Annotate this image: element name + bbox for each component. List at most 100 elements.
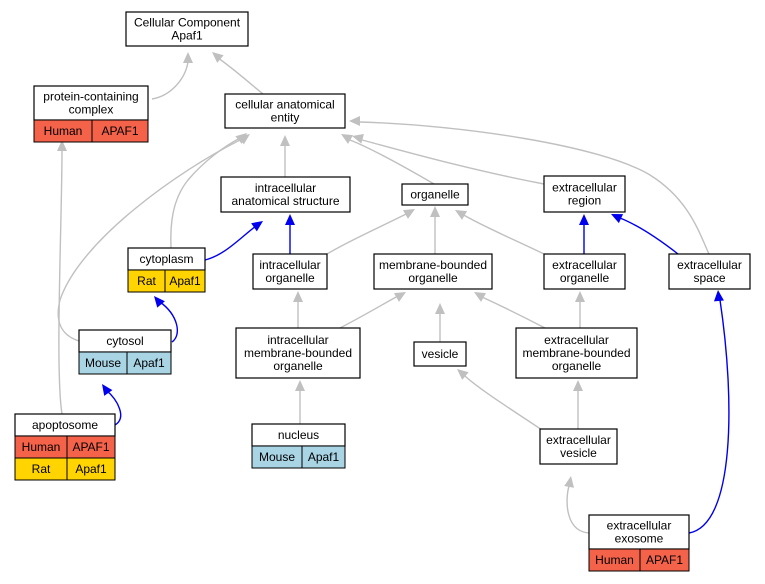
edge-arrowhead xyxy=(457,369,469,380)
node-label-line: extracellular xyxy=(544,333,609,347)
edge-arrowhead xyxy=(393,292,406,302)
node-label-line: organelle xyxy=(273,359,323,373)
is-a-edge xyxy=(57,139,241,342)
node-label-line: protein-containing xyxy=(43,90,138,104)
node-vesicle[interactable]: vesicle xyxy=(413,341,467,367)
node-label-line: organelle xyxy=(408,271,458,285)
node-label-line: intracellular xyxy=(267,333,328,347)
node-box xyxy=(539,428,618,465)
part-of-edge xyxy=(105,389,122,426)
node-label-line: intracellular xyxy=(255,181,316,195)
is-a-edge xyxy=(349,139,435,185)
node-label-line: extracellular xyxy=(677,258,742,272)
node-label-line: cellular anatomical xyxy=(235,98,334,112)
gene-symbol-label: APAF1 xyxy=(646,553,683,567)
gene-symbol-label: Apaf1 xyxy=(133,356,165,370)
node-box xyxy=(373,253,493,290)
gene-cell xyxy=(126,351,172,375)
node-label-line: extracellular xyxy=(607,519,672,533)
node-label-line: cytosol xyxy=(106,334,143,348)
node-label-line: organelle xyxy=(410,188,460,202)
gene-cell xyxy=(301,445,346,469)
part-of-edge xyxy=(159,301,179,343)
is-a-edge xyxy=(339,295,399,329)
node-label-line: extracellular xyxy=(546,433,611,447)
gene-cell xyxy=(66,457,116,481)
node-label-line: extracellular xyxy=(552,258,617,272)
is-a-edge xyxy=(464,375,546,433)
node-label-line: vesicle xyxy=(422,347,459,361)
species-label: Human xyxy=(595,553,634,567)
edge-arrowhead xyxy=(212,52,224,63)
gene-symbol-label: APAF1 xyxy=(101,124,138,138)
edge-arrowhead xyxy=(154,296,165,308)
is-a-edge xyxy=(566,485,592,534)
edge-arrowhead xyxy=(564,476,575,488)
gene-symbol-label: Apaf1 xyxy=(75,462,107,476)
edge-arrowhead xyxy=(183,52,193,63)
edge-arrowhead xyxy=(575,291,585,302)
is-a-edge xyxy=(217,57,264,95)
node-label-line: nucleus xyxy=(278,428,319,442)
node-label-line: region xyxy=(568,194,601,208)
edge-arrowhead xyxy=(293,291,303,302)
node-box xyxy=(235,327,361,379)
edge-arrowhead xyxy=(579,214,589,225)
is-a-edge xyxy=(461,213,545,255)
node-box xyxy=(125,11,249,47)
node-label-line: cytoplasm xyxy=(139,252,193,266)
edge-arrowhead xyxy=(349,116,360,126)
edge-arrowhead xyxy=(238,134,250,145)
node-box xyxy=(413,341,467,367)
edge-arrowhead xyxy=(280,135,290,146)
species-label: Mouse xyxy=(259,450,295,464)
is-a-edge xyxy=(58,149,63,415)
node-label-line: apoptosome xyxy=(32,418,98,432)
edge-arrowhead xyxy=(611,214,624,224)
node-label-line: membrane-bounded xyxy=(379,258,487,272)
node-box xyxy=(220,176,351,213)
node-box xyxy=(668,253,751,290)
node-label-line: vesicle xyxy=(560,446,597,460)
node-box xyxy=(224,93,346,129)
node-label-line: membrane-bounded xyxy=(244,346,352,360)
edge-arrowhead xyxy=(430,206,440,217)
gene-symbol-label: APAF1 xyxy=(72,440,109,454)
edge-arrowhead xyxy=(285,214,295,225)
gene-cell xyxy=(639,548,690,572)
edge-arrowhead xyxy=(57,140,67,151)
is-a-edge xyxy=(326,212,409,255)
part-of-edge xyxy=(204,225,257,261)
edge-arrowhead xyxy=(713,290,724,302)
node-box xyxy=(515,327,638,379)
node-label-line: anatomical structure xyxy=(231,194,339,208)
node-label-line: Apaf1 xyxy=(171,29,203,43)
node-box xyxy=(252,253,328,290)
node-box xyxy=(401,183,469,206)
edge-arrowhead xyxy=(295,380,305,391)
edge-arrowhead xyxy=(402,209,415,219)
node-box xyxy=(543,175,626,213)
node-label-line: entity xyxy=(271,111,300,125)
node-organelle[interactable]: organelle xyxy=(401,183,469,206)
gene-symbol-label: Apaf1 xyxy=(308,450,340,464)
